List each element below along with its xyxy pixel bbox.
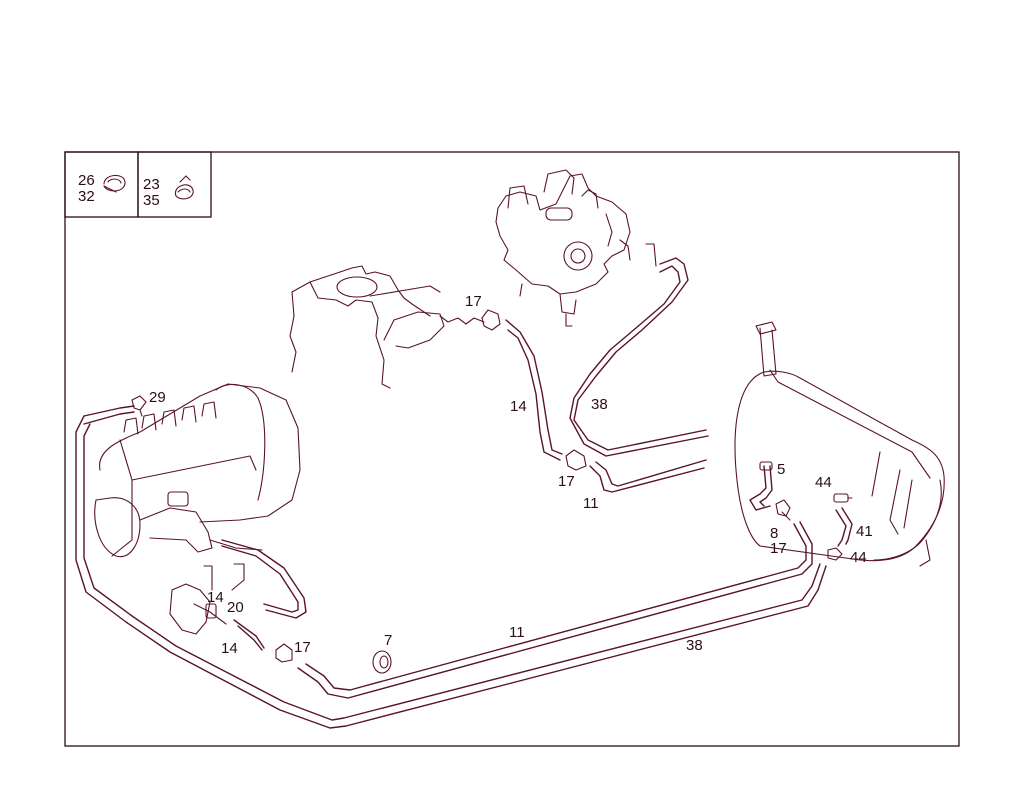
fuel-line-38-long [75,405,827,729]
clamp-17-mid [565,449,587,471]
callout-38-center: 38 [591,396,608,413]
pump-connector-lines [221,539,307,651]
fuel-line-11-long [297,521,813,699]
clamp-17-top [481,309,501,331]
callout-44-bottom: 44 [850,549,867,566]
callout-14-center: 14 [510,398,527,415]
clamp-17-bottom [275,643,293,663]
fuel-filter-assembly [495,169,631,327]
grommet-7 [372,650,392,674]
hose-14-center [505,319,563,461]
callout-14-left-b: 14 [221,640,238,657]
injection-pump [94,383,301,558]
hose-41 [835,507,853,547]
legend-label-23: 23 [143,176,160,193]
callout-17-right: 17 [770,540,787,557]
legend-label-35: 35 [143,192,160,209]
spring-clamp-icon [174,175,194,200]
hose-5 [749,461,773,511]
legend-box-clamps-26-32: 26 32 [64,151,139,218]
fuel-tank [734,321,945,567]
legend-label-26: 26 [78,172,95,189]
callout-14-left-a: 14 [207,589,224,606]
callout-5: 5 [777,461,785,478]
callout-17-top: 17 [465,293,482,310]
fuel-line-38-upper [569,243,709,457]
callout-17-mid: 17 [558,473,575,490]
callout-17-bottom: 17 [294,639,311,656]
callout-20: 20 [227,599,244,616]
fuel-line-11-short [589,459,707,493]
callout-38-bottom: 38 [686,637,703,654]
callout-41: 41 [856,523,873,540]
engine-block [289,265,485,389]
legend-box-clamps-23-35: 23 35 [137,151,212,218]
valve-assembly [169,563,245,635]
callout-8: 8 [770,525,778,542]
clamp-29 [131,395,147,417]
callout-44-top: 44 [815,474,832,491]
callout-11-bottom: 11 [509,624,525,641]
callout-29: 29 [149,389,166,406]
hose-clamp-icon [103,174,126,193]
callout-7: 7 [384,632,392,649]
clamp-44-top [833,493,853,503]
diagram-frame [64,151,960,747]
callout-11-mid: 11 [583,495,599,512]
clamp-44-bottom [827,547,843,561]
clamp-8-17 [775,499,791,521]
legend-label-32: 32 [78,188,95,205]
